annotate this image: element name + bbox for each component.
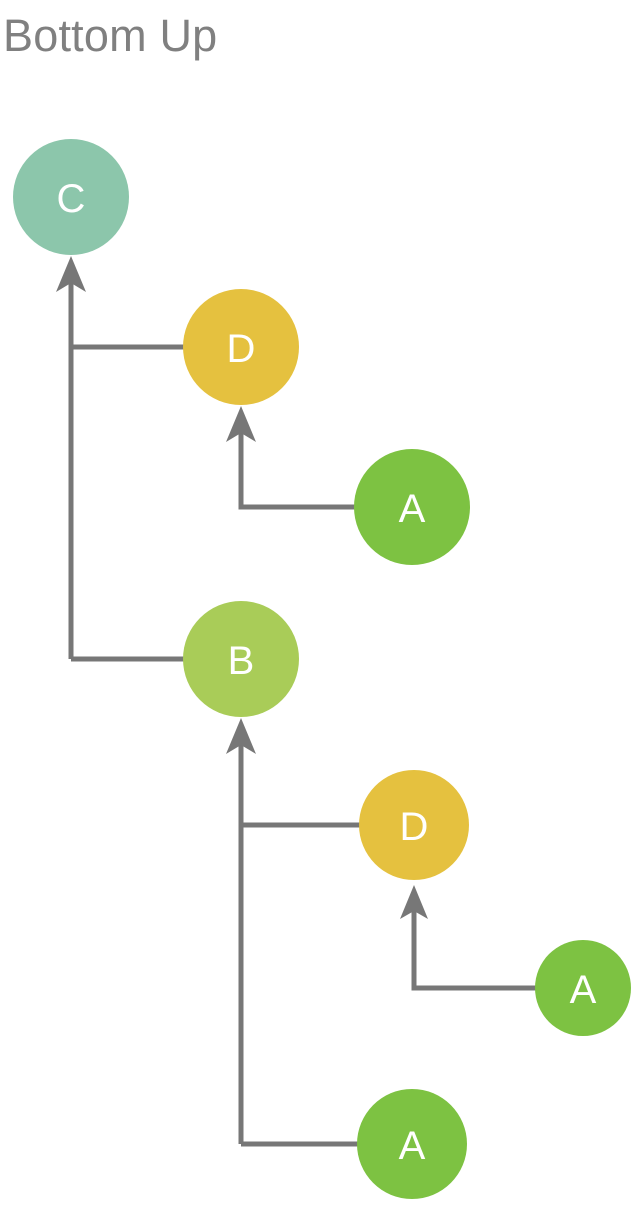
node-d2-label: D [400, 805, 429, 849]
node-b[interactable]: B [183, 601, 299, 717]
arrowhead-into-d1 [226, 406, 256, 442]
node-b-label: B [228, 639, 255, 683]
node-a2[interactable]: A [535, 940, 631, 1036]
node-d2[interactable]: D [359, 770, 469, 880]
arrowhead-into-d2 [400, 885, 428, 919]
node-b-circle[interactable] [183, 601, 299, 717]
node-a1[interactable]: A [354, 449, 470, 565]
node-d1-circle[interactable] [183, 289, 299, 405]
node-a3-label: A [399, 1124, 426, 1168]
node-a3-circle[interactable] [357, 1089, 467, 1199]
page-title: Bottom Up [3, 10, 218, 61]
node-c-circle[interactable] [13, 139, 129, 255]
node-a3[interactable]: A [357, 1089, 467, 1199]
node-a2-label: A [570, 968, 597, 1012]
node-d2-circle[interactable] [359, 770, 469, 880]
node-a1-circle[interactable] [354, 449, 470, 565]
edge-a1-to-d1 [238, 422, 356, 510]
arrowhead-into-c [56, 256, 86, 292]
node-d1[interactable]: D [183, 289, 299, 405]
nodes-layer: C D A B D A [13, 139, 631, 1199]
node-a1-label: A [399, 487, 426, 531]
node-d1-label: D [227, 327, 256, 371]
node-c[interactable]: C [13, 139, 129, 255]
edge-a2-to-d2 [411, 901, 537, 991]
arrowhead-into-b [226, 718, 256, 754]
node-c-label: C [57, 177, 86, 221]
node-a2-circle[interactable] [535, 940, 631, 1036]
edges-layer [56, 256, 537, 1147]
